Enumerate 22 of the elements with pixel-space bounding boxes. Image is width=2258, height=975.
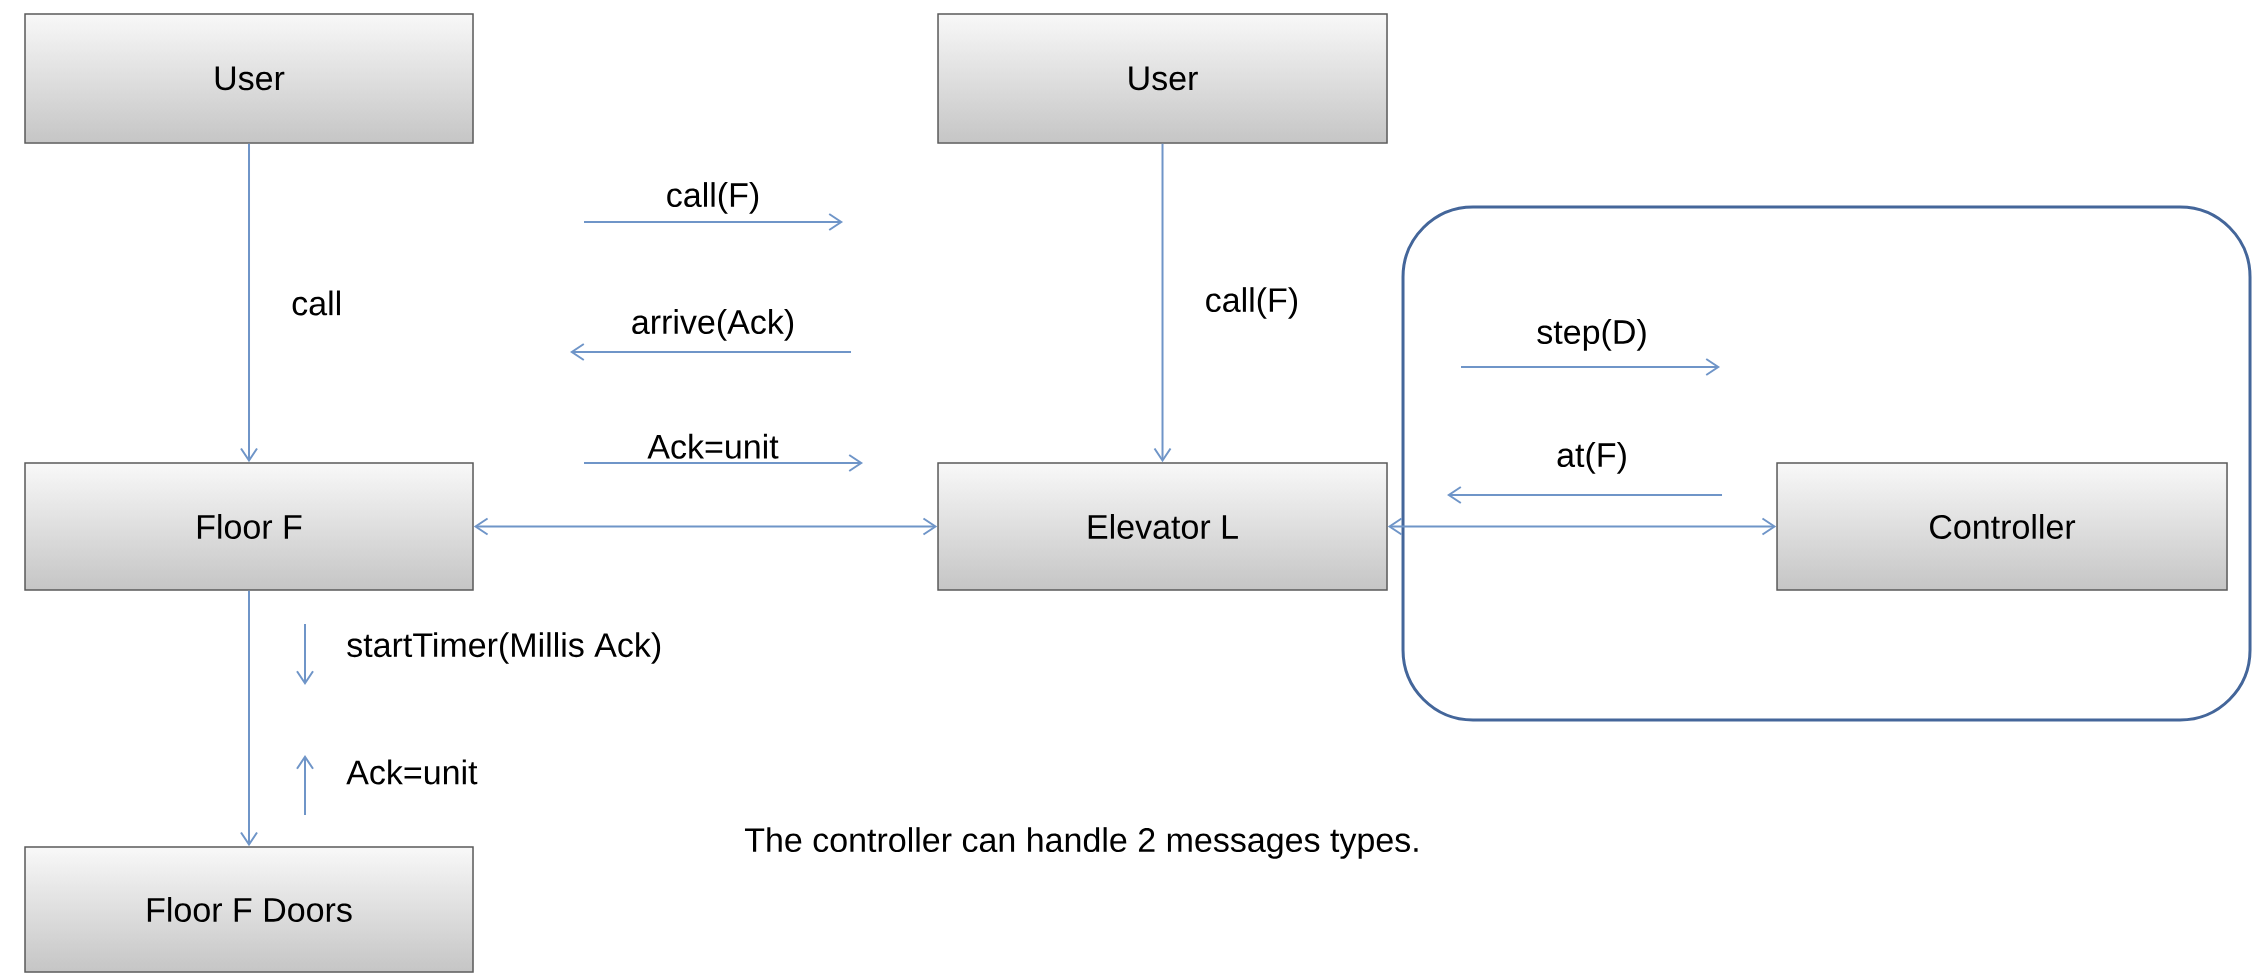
arrow: [240, 589, 258, 847]
message-label: call(F): [667, 182, 759, 214]
message-label: Ack=unit: [346, 759, 478, 785]
process-box: User: [937, 13, 1388, 144]
message-label: at(F): [1557, 442, 1626, 474]
process-box: Floor F: [24, 462, 474, 591]
arrow: [1153, 142, 1172, 463]
edge-label: call: [292, 290, 340, 316]
message-label: arrive(Ack): [632, 309, 794, 341]
process-box: Elevator L: [937, 462, 1388, 591]
process-box: Controller: [1776, 462, 2228, 591]
edge-label: call(F): [1206, 287, 1298, 319]
note: The controller can handle 2 messages types.: [745, 827, 1418, 859]
arrow: [473, 517, 938, 536]
process-box: User: [24, 13, 474, 144]
message-label: startTimer(Millis Ack): [347, 632, 661, 664]
process-box: Floor F Doors: [24, 846, 474, 973]
message-label: step(D): [1537, 319, 1646, 351]
group-frame: [1401, 205, 2252, 722]
arrow: [240, 142, 258, 463]
message-label: Ack=unit: [647, 433, 779, 459]
arrow: [1387, 517, 1777, 536]
